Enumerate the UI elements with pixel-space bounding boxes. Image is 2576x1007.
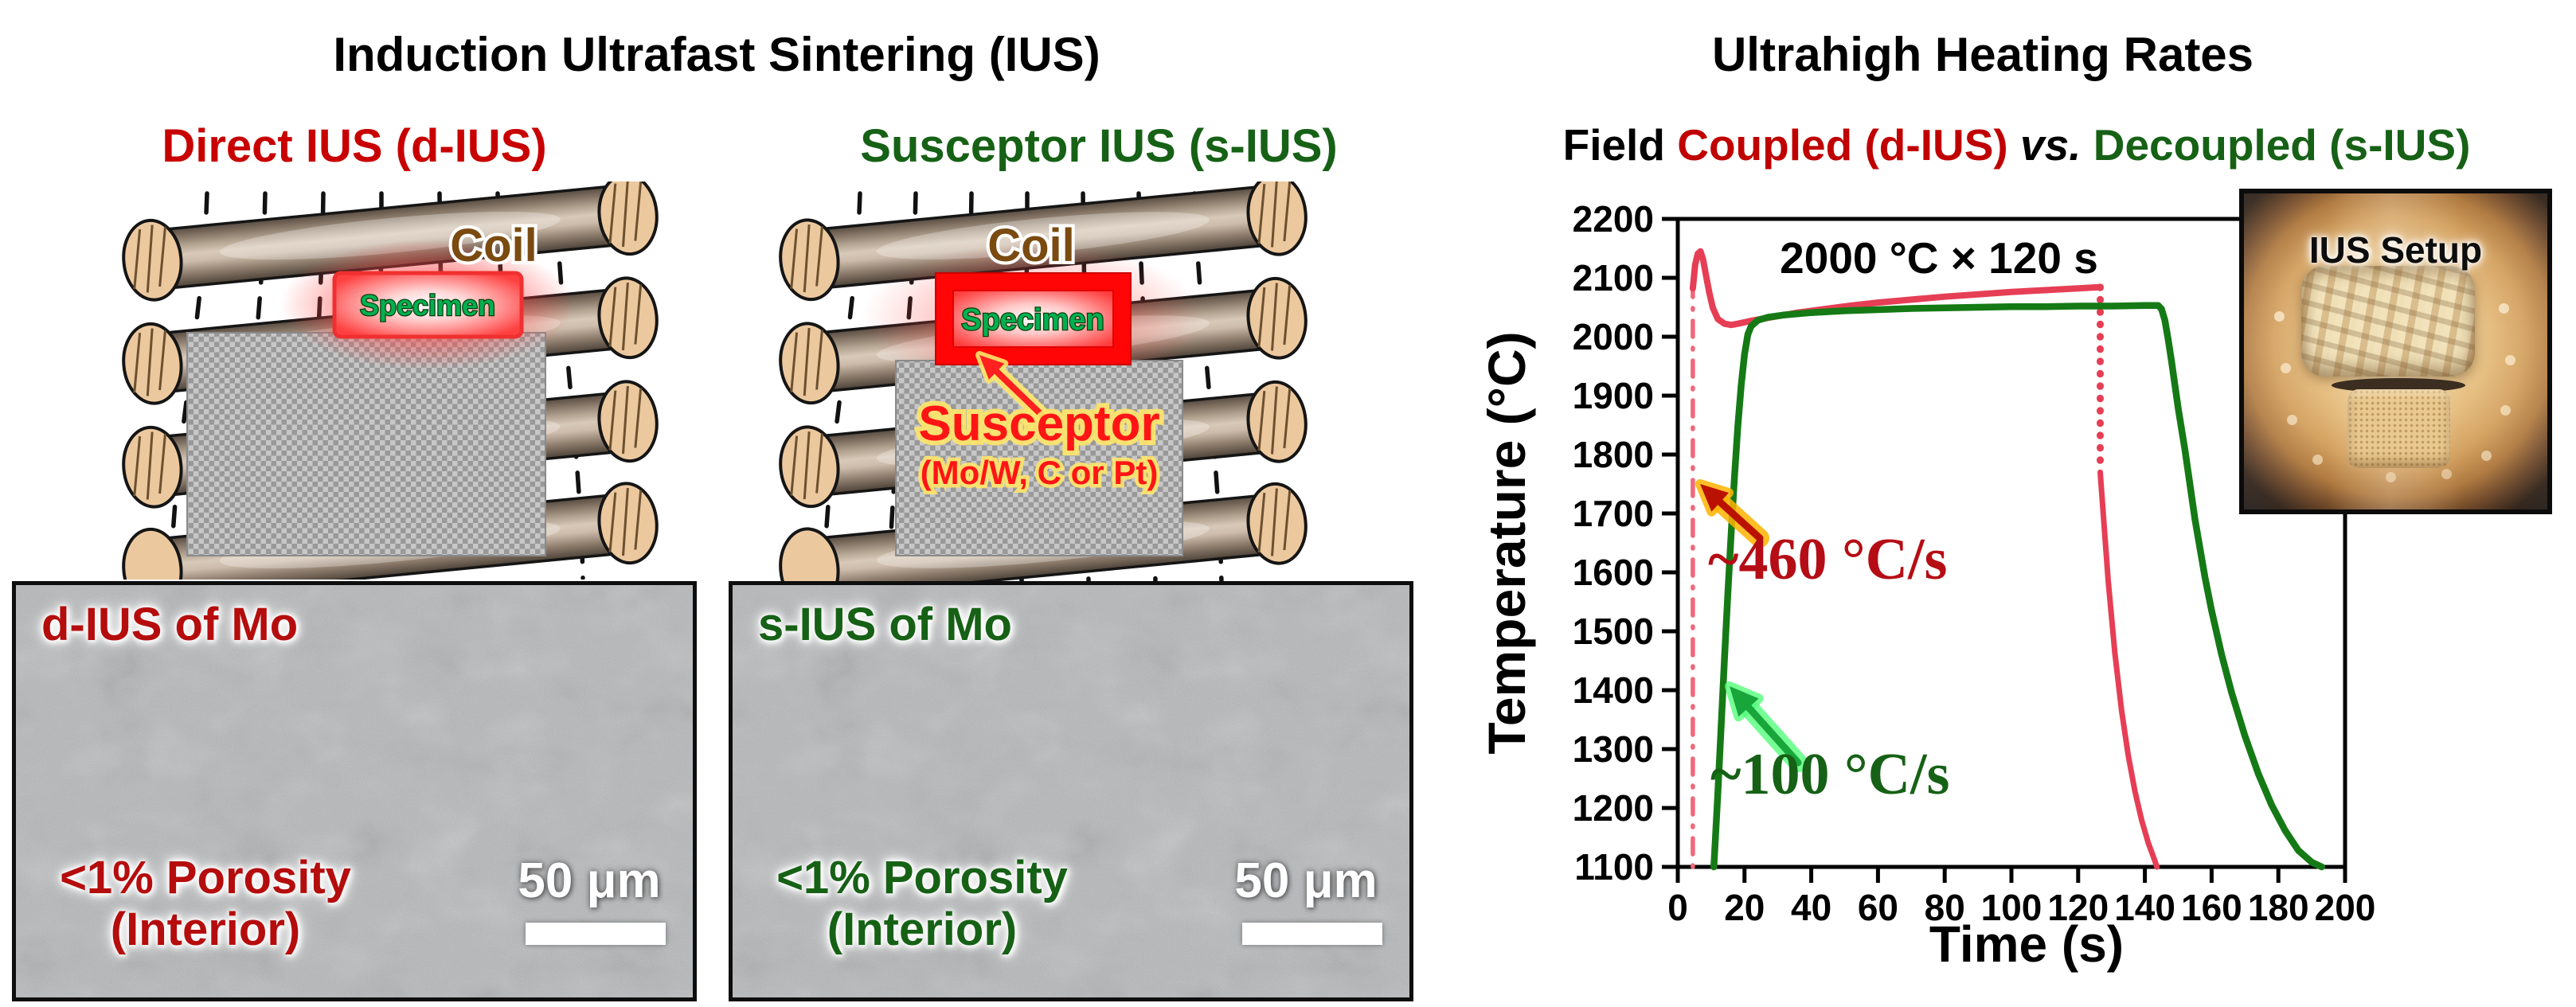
y-tick-label: 1300	[1573, 728, 1654, 770]
ius-setup-inset-photo: IUS Setup	[2239, 189, 2552, 514]
porosity-label: <1% Porosity (Interior)	[747, 852, 1097, 956]
curve-d-ius	[1689, 248, 2103, 329]
specimen-box	[332, 271, 524, 339]
y-tick-label: 1600	[1573, 552, 1654, 593]
chart-axes: 1100120013001400150016001700180019002000…	[1477, 198, 2375, 973]
field-coupling-subtitle: Field Coupled (d-IUS) vs. Decoupled (s-I…	[1457, 119, 2576, 170]
curve-s-ius	[1710, 302, 2325, 871]
y-tick-label: 2200	[1573, 198, 1654, 240]
y-tick-label: 2100	[1573, 257, 1654, 299]
x-tick-label: 80	[1925, 887, 1965, 928]
susceptor-label-glow: Susceptor	[918, 396, 1159, 451]
heating-rate-label-d: ~460 °C/s	[1708, 527, 1947, 592]
porosity-line2: (Interior)	[110, 903, 301, 955]
specimen-label: Specimen	[961, 303, 1104, 337]
scale-bar	[1242, 923, 1382, 945]
subtitle-part-vs: vs.	[2019, 120, 2093, 170]
sem-micrograph-d-ius: d-IUS of Mo <1% Porosity (Interior) 50 μ…	[12, 581, 697, 1001]
hold-annotation: 2000 °C × 120 s	[1780, 233, 2098, 283]
sample-disc	[2332, 378, 2466, 393]
susceptor-sublabel-glow: (Mo/W, C or Pt)	[921, 454, 1159, 491]
left-section-title: Induction Ultrafast Sintering (IUS)	[333, 28, 1100, 81]
y-tick-label: 2000	[1573, 316, 1654, 357]
susceptor-arrow	[975, 351, 1051, 424]
chart-curves	[1689, 248, 2325, 871]
subtitle-part-coupled: Coupled (d-IUS)	[1677, 120, 2020, 170]
temperature-time-chart: 1100120013001400150016001700180019002000…	[1477, 198, 2375, 973]
sem-texture	[16, 585, 693, 997]
porosity-label: <1% Porosity (Interior)	[30, 852, 381, 956]
d-ius-heading: Direct IUS (d-IUS)	[162, 120, 547, 172]
porosity-line1: <1% Porosity	[776, 852, 1068, 904]
right-section-title: Ultrahigh Heating Rates	[1711, 28, 2254, 81]
porosity-line1: <1% Porosity	[60, 852, 351, 904]
x-tick-label: 120	[2047, 887, 2109, 928]
y-tick-label: 1700	[1573, 493, 1654, 534]
d-ius-schematic: Specimen Coil	[122, 181, 659, 580]
susceptor-block	[895, 360, 1183, 556]
heating-rate-label-s: ~100 °C/s	[1710, 742, 1949, 807]
scale-bar-label: 50 μm	[518, 853, 661, 908]
x-tick-label: 180	[2248, 887, 2309, 928]
x-tick-label: 160	[2181, 887, 2242, 928]
s-ius-schematic: Specimen Susceptor Susceptor (Mo/W, C or…	[779, 181, 1308, 587]
scale-bar-label: 50 μm	[1234, 853, 1378, 908]
y-axis-title: Temperature (°C)	[1477, 331, 1536, 754]
sem-caption: d-IUS of Mo	[41, 599, 299, 650]
y-tick-label: 1500	[1573, 611, 1654, 652]
specimen-label: Specimen	[360, 289, 495, 322]
porosity-line2: (Interior)	[827, 903, 1018, 955]
x-axis-title: Time (s)	[1929, 915, 2124, 973]
subtitle-part-decoupled: Decoupled (s-IUS)	[2093, 120, 2471, 170]
die-block	[186, 332, 546, 556]
y-tick-label: 1800	[1573, 434, 1654, 475]
x-tick-label: 200	[2315, 887, 2376, 928]
y-tick-label: 1200	[1573, 787, 1654, 829]
x-tick-label: 60	[1858, 887, 1898, 928]
x-tick-label: 140	[2114, 887, 2175, 928]
y-tick-label: 1900	[1573, 375, 1654, 416]
rivet-dots	[2244, 193, 2251, 201]
sem-micrograph-s-ius: s-IUS of Mo <1% Porosity (Interior) 50 μ…	[729, 581, 1413, 1001]
specimen-box	[952, 290, 1114, 348]
s-ius-heading: Susceptor IUS (s-IUS)	[860, 120, 1338, 172]
x-tick-label: 0	[1667, 887, 1688, 928]
susceptor-sublabel: (Mo/W, C or Pt)	[921, 454, 1159, 491]
braided-coil	[2301, 266, 2475, 377]
heating-rate-arrow-d	[1695, 479, 1769, 548]
y-tick-label: 1400	[1573, 669, 1654, 711]
coil-label: Coil	[450, 220, 537, 271]
porous-sample	[2347, 389, 2451, 469]
sem-caption: s-IUS of Mo	[758, 599, 1012, 650]
x-tick-label: 40	[1791, 887, 1831, 928]
x-tick-label: 20	[1724, 887, 1765, 928]
inset-label: IUS Setup	[2308, 228, 2483, 271]
y-tick-label: 1100	[1574, 846, 1654, 888]
subtitle-part-field: Field	[1562, 120, 1678, 170]
scale-bar	[526, 923, 666, 945]
x-tick-label: 100	[1981, 887, 2042, 928]
curve-d-ius	[2097, 469, 2160, 870]
coil-label: Coil	[987, 220, 1075, 271]
heating-rate-arrow-s	[1725, 681, 1808, 772]
susceptor-label: Susceptor	[918, 396, 1159, 451]
